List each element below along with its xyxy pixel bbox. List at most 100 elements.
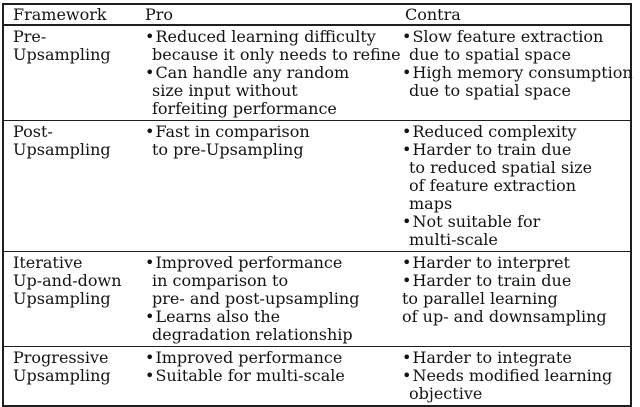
bullet-icon: • — [145, 253, 155, 272]
line-text: because it only needs to refine — [152, 45, 401, 64]
line-text: size input without — [152, 81, 298, 100]
framework-line: Iterative — [13, 253, 83, 272]
framework-cell: Pre-Upsampling — [4, 28, 145, 118]
line-text: Needs modified learning — [412, 366, 613, 385]
line-text: Improved performance — [155, 348, 343, 367]
bullet-line: •Can handle any random — [145, 64, 402, 82]
line-text: Improved performance — [155, 253, 343, 272]
text-line: size input without — [145, 82, 402, 100]
framework-line: Up-and-down — [13, 271, 122, 290]
bullet-line: •Harder to train due — [402, 141, 630, 159]
line-text: Harder to interpret — [412, 253, 570, 272]
line-text: Suitable for multi-scale — [155, 366, 345, 385]
text-line: objective — [402, 385, 630, 403]
bullet-icon: • — [145, 307, 155, 326]
bullet-line: •Suitable for multi-scale — [145, 367, 402, 385]
line-text: of feature extraction — [409, 176, 577, 195]
pro-cell: •Improved performance•Suitable for multi… — [145, 349, 402, 403]
column-header-pro: Pro — [145, 5, 174, 24]
line-text: Fast in comparison — [155, 122, 310, 141]
text-line: degradation relationship — [145, 326, 402, 344]
line-text: objective — [409, 384, 483, 403]
bullet-icon: • — [145, 27, 155, 46]
line-text: Can handle any random — [155, 63, 350, 82]
framework-line: Pre- — [13, 27, 47, 46]
bullet-line: •Learns also the — [145, 308, 402, 326]
line-text: to parallel learning — [402, 289, 558, 308]
bullet-icon: • — [145, 122, 155, 141]
line-text: to pre-Upsampling — [152, 140, 304, 159]
line-text: of up- and downsampling — [402, 307, 607, 326]
framework-line: Post- — [13, 122, 53, 141]
bullet-icon: • — [402, 140, 412, 159]
line-text: pre- and post-upsampling — [152, 289, 360, 308]
line-text: Harder to train due — [412, 140, 572, 159]
column-header-contra: Contra — [405, 5, 461, 24]
framework-line: Upsampling — [13, 366, 111, 385]
bullet-line: •Reduced learning difficulty — [145, 28, 402, 46]
line-text: degradation relationship — [152, 325, 353, 344]
line-text: maps — [409, 194, 453, 213]
line-text: multi-scale — [409, 230, 498, 249]
line-text: Harder to train due — [412, 271, 572, 290]
framework-line: Progressive — [13, 348, 109, 367]
line-text: Not suitable for — [412, 212, 541, 231]
line-text: High memory consumption — [412, 63, 633, 82]
line-text: Slow feature extraction — [412, 27, 604, 46]
framework-line: Upsampling — [13, 140, 111, 159]
bullet-icon: • — [402, 366, 412, 385]
bullet-line: •Harder to train due — [402, 272, 630, 290]
line-text: to reduced spatial size — [409, 158, 593, 177]
bullet-line: •Slow feature extraction — [402, 28, 633, 46]
column-header-framework: Framework — [13, 5, 107, 24]
text-line: maps — [402, 195, 630, 213]
text-line: of up- and downsampling — [402, 308, 630, 326]
bullet-line: •High memory consumption — [402, 64, 633, 82]
bullet-line: •Harder to interpret — [402, 254, 630, 272]
text-line: multi-scale — [402, 231, 630, 249]
bullet-icon: • — [402, 253, 412, 272]
bullet-line: •Reduced complexity — [402, 123, 630, 141]
line-text: due to spatial space — [409, 81, 571, 100]
text-line: due to spatial space — [402, 46, 633, 64]
text-line: in comparison to — [145, 272, 402, 290]
text-line: pre- and post-upsampling — [145, 290, 402, 308]
table-header-row: Framework Pro Contra — [4, 5, 630, 26]
line-text: Harder to integrate — [412, 348, 572, 367]
framework-cell: Post-Upsampling — [4, 123, 145, 249]
bullet-icon: • — [402, 63, 412, 82]
text-line: because it only needs to refine — [145, 46, 402, 64]
line-text: in comparison to — [152, 271, 289, 290]
text-line: to pre-Upsampling — [145, 141, 402, 159]
bullet-icon: • — [402, 212, 412, 231]
bullet-icon: • — [145, 63, 155, 82]
bullet-icon: • — [145, 366, 155, 385]
bullet-icon: • — [402, 27, 412, 46]
table-body: Pre-Upsampling •Reduced learning difficu… — [4, 26, 633, 405]
line-text: forfeiting performance — [152, 99, 337, 118]
text-line: due to spatial space — [402, 82, 633, 100]
line-text: Learns also the — [155, 307, 281, 326]
bullet-icon: • — [402, 122, 412, 141]
text-line: forfeiting performance — [145, 100, 402, 118]
bullet-icon: • — [402, 271, 412, 290]
bullet-line: •Needs modified learning — [402, 367, 630, 385]
contra-cell: •Harder to integrate•Needs modified lear… — [402, 349, 630, 403]
bullet-line: •Harder to integrate — [402, 349, 630, 367]
text-line: to parallel learning — [402, 290, 630, 308]
line-text: Reduced complexity — [412, 122, 577, 141]
contra-cell: •Harder to interpret•Harder to train due… — [402, 254, 630, 344]
line-text: Reduced learning difficulty — [155, 27, 376, 46]
text-line: to reduced spatial size — [402, 159, 630, 177]
bullet-line: •Improved performance — [145, 349, 402, 367]
framework-line: Upsampling — [13, 45, 111, 64]
